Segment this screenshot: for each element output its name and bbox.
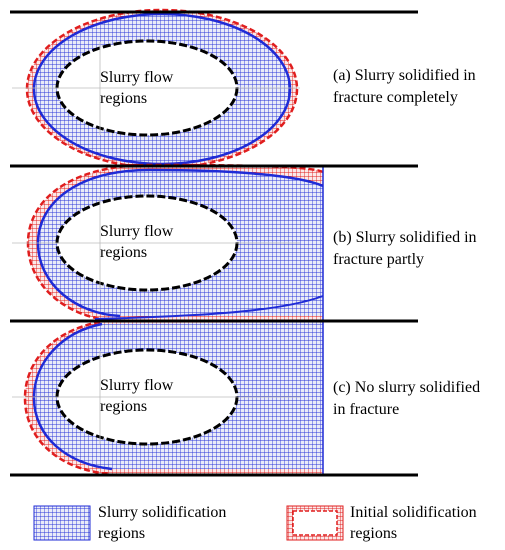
panel-c-initial-boundary bbox=[23, 320, 111, 476]
panel-c-caption-2: in fracture bbox=[333, 401, 400, 418]
panel-c-flow-label-2: regions bbox=[100, 398, 148, 415]
panel-c bbox=[10, 319, 418, 477]
panel-a-flow-label-2: regions bbox=[100, 90, 148, 107]
legend-slurry-label-2: regions bbox=[98, 525, 146, 542]
panel-b-flow-label-1: Slurry flow bbox=[100, 223, 174, 240]
panel-b-caption-1: (b) Slurry solidified in bbox=[333, 229, 477, 246]
legend-initial-label-2: regions bbox=[350, 525, 398, 542]
panel-b-caption-2: fracture partly bbox=[333, 251, 425, 268]
legend-slurry-label-1: Slurry solidification bbox=[98, 504, 227, 521]
panel-a bbox=[10, 8, 418, 170]
panel-b-lower-boundary bbox=[94, 295, 324, 320]
panel-a-flow-label-1: Slurry flow bbox=[100, 69, 174, 86]
legend-initial-label-1: Initial solidification bbox=[350, 504, 477, 521]
panel-c-solid-boundary bbox=[32, 322, 113, 471]
panel-b-solid-boundary bbox=[36, 168, 324, 318]
panel-c-flow-label-1: Slurry flow bbox=[100, 377, 174, 394]
panel-a-caption-1: (a) Slurry solidified in bbox=[333, 67, 476, 84]
legend-initial-swatch-inner bbox=[292, 510, 338, 536]
panel-a-solid-boundary bbox=[32, 12, 292, 166]
panel-b-flow-label-2: regions bbox=[100, 244, 148, 261]
legend-slurry-swatch bbox=[33, 505, 91, 541]
panel-a-initial-boundary bbox=[25, 8, 299, 170]
panel-b bbox=[10, 163, 418, 323]
legend bbox=[33, 505, 344, 541]
panel-c-caption-1: (c) No slurry solidified bbox=[333, 379, 481, 396]
panel-a-caption-2: fracture completely bbox=[333, 89, 458, 106]
